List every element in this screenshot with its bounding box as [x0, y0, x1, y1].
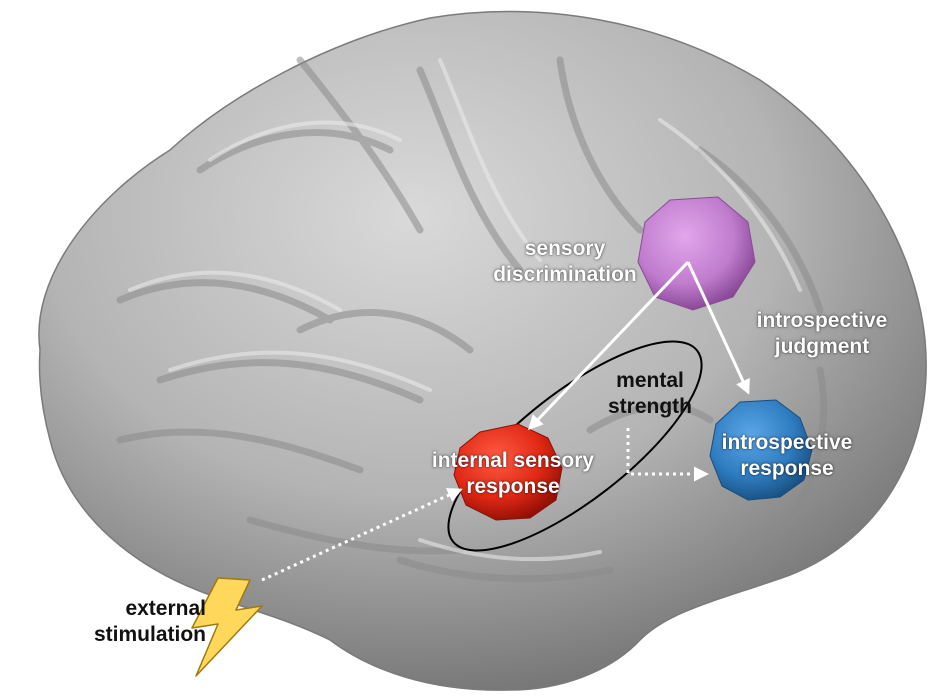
- label-sensory-discrimination: sensory discrimination: [470, 236, 660, 288]
- label-introspective-judgment: introspective judgment: [732, 308, 912, 360]
- label-external-stimulation: external stimulation: [56, 596, 206, 648]
- label-mental-strength: mental strength: [580, 368, 720, 420]
- label-internal-sensory-response: internal sensory response: [408, 448, 618, 500]
- label-introspective-response: introspective response: [697, 430, 877, 482]
